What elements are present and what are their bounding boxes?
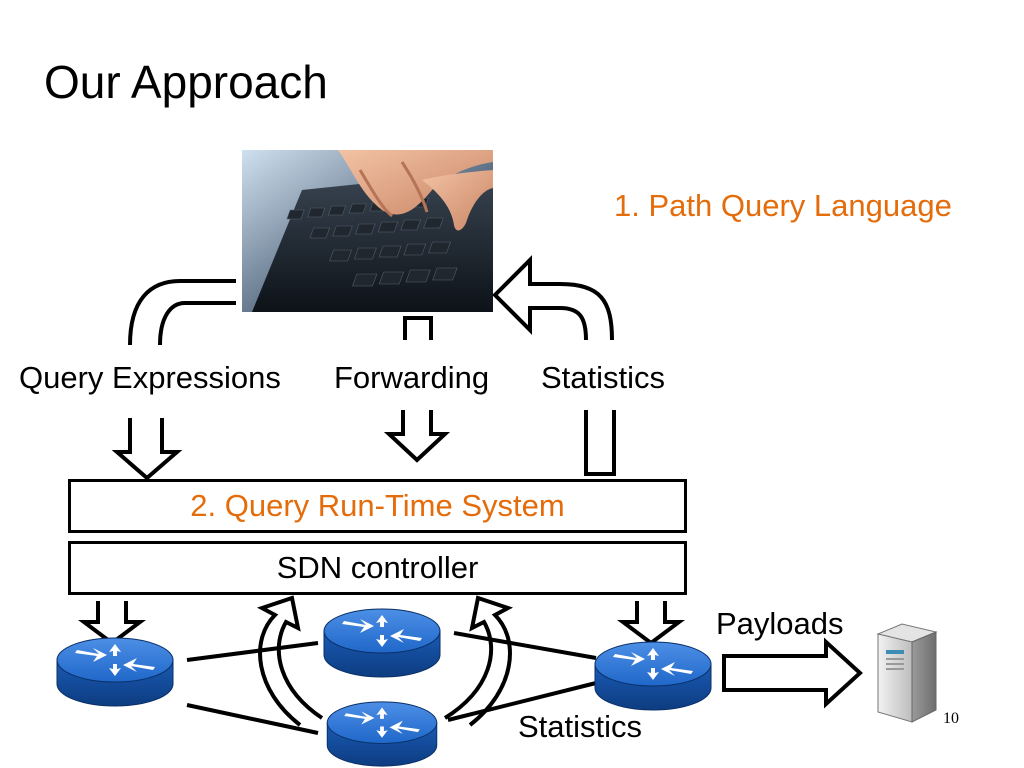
statistics-top-label: Statistics bbox=[541, 360, 666, 395]
forwarding-label: Forwarding bbox=[334, 360, 490, 395]
router-icon bbox=[594, 641, 712, 711]
slide-number: 10 bbox=[943, 710, 959, 727]
router-icon bbox=[323, 608, 441, 678]
arrow-down-icon bbox=[111, 418, 183, 481]
bracket-icon bbox=[403, 316, 433, 340]
curved-arrow-icon bbox=[128, 279, 236, 346]
query-runtime-system-label: 2. Query Run-Time System bbox=[190, 488, 565, 523]
arrow-shaft-icon bbox=[584, 410, 616, 476]
curved-arrow-icon bbox=[443, 595, 514, 727]
statistics-bottom-label: Statistics bbox=[518, 709, 643, 744]
sdn-controller-label: SDN controller bbox=[276, 550, 479, 585]
router-icon bbox=[56, 637, 174, 707]
server-icon bbox=[876, 623, 938, 723]
query-runtime-system-box: 2. Query Run-Time System bbox=[68, 479, 687, 533]
curved-arrow-icon bbox=[492, 255, 614, 341]
curved-arrow-icon bbox=[256, 595, 324, 727]
laptop-typing-image bbox=[242, 150, 493, 312]
slide-title: Our Approach bbox=[44, 56, 328, 108]
sdn-controller-box: SDN controller bbox=[68, 541, 687, 595]
router-icon bbox=[326, 701, 438, 767]
arrow-down-icon bbox=[383, 410, 451, 463]
payloads-label: Payloads bbox=[716, 606, 844, 641]
arrow-down-icon bbox=[617, 601, 685, 646]
arrow-right-icon bbox=[722, 637, 863, 709]
query-expressions-label: Query Expressions bbox=[19, 360, 281, 395]
path-query-language-label: 1. Path Query Language bbox=[614, 188, 952, 223]
